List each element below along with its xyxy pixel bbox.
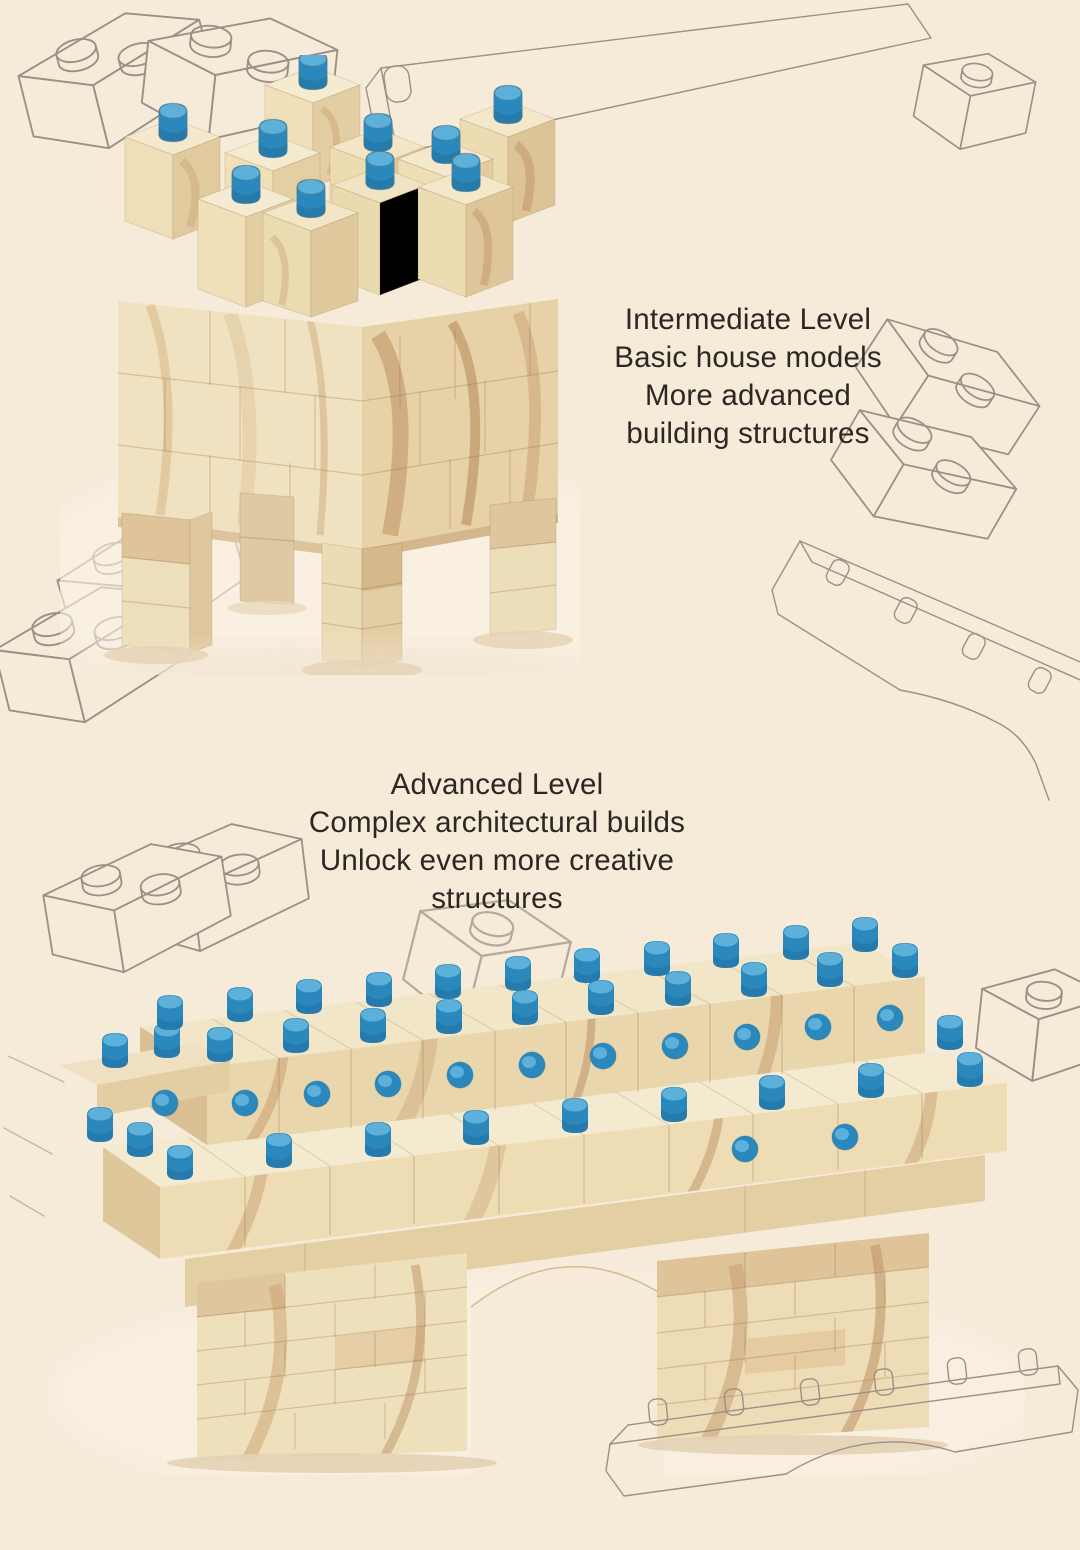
caption-line: Unlock even more creative bbox=[319, 844, 675, 877]
castle-battlements bbox=[123, 55, 557, 318]
caption-line: building structures bbox=[626, 417, 870, 450]
caption-line: Advanced Level bbox=[390, 768, 604, 801]
caption-line: Basic house models bbox=[614, 341, 882, 374]
castle-legs bbox=[121, 492, 557, 668]
intermediate-level-caption: Intermediate Level Basic house models Mo… bbox=[528, 301, 968, 453]
caption-line: Complex architectural builds bbox=[308, 806, 686, 839]
outline-fragments-left bbox=[3, 1055, 65, 1217]
bridge-arch bbox=[470, 1265, 664, 1475]
bridge-photo bbox=[45, 917, 1025, 1475]
castle-wall-left bbox=[118, 301, 362, 549]
caption-line: Intermediate Level bbox=[624, 303, 872, 336]
caption-line: structures bbox=[431, 882, 563, 915]
advanced-level-caption: Advanced Level Complex architectural bui… bbox=[267, 766, 727, 918]
caption-line: More advanced bbox=[645, 379, 851, 412]
castle-photo bbox=[60, 55, 580, 675]
outline-cube-top-right bbox=[908, 41, 1041, 162]
castle-walls bbox=[117, 299, 559, 559]
castle-wall-right bbox=[362, 299, 558, 549]
bridge-left-ledge bbox=[60, 1023, 230, 1117]
castle-shadow bbox=[104, 601, 575, 675]
bridge-pier-left bbox=[196, 1253, 468, 1461]
bridge-pier-right bbox=[656, 1233, 930, 1443]
outline-beam-right-arch bbox=[771, 540, 1080, 801]
